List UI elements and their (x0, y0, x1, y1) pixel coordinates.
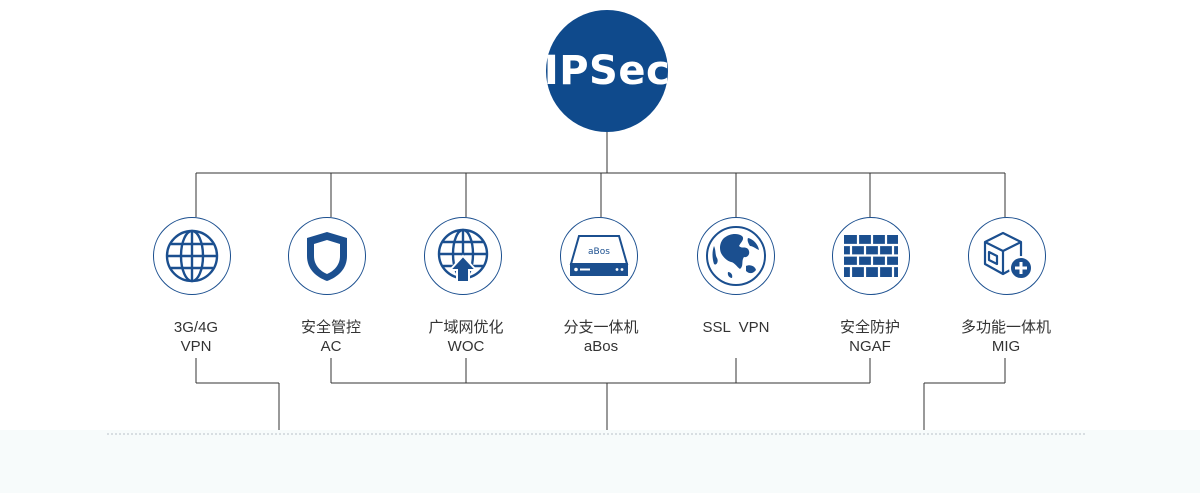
node-code: MIG (991, 338, 1021, 355)
shield-icon (307, 232, 347, 281)
node-label: 3G/4G VPN (126, 318, 266, 356)
ipsec-hub: IPSec (543, 10, 671, 132)
node-label: 安全管控 AC (261, 318, 401, 356)
node-name: 安全管控 (300, 319, 361, 336)
hub-label: IPSec (543, 48, 671, 94)
bottom-band (0, 430, 1200, 493)
node-name: 3G/4G (173, 319, 219, 336)
cube-plus-icon (983, 231, 1033, 280)
node-woc (424, 217, 502, 295)
world-map-icon (706, 226, 766, 286)
node-label: 安全防护 NGAF (800, 318, 940, 356)
node-label: SSL VPN (666, 318, 806, 337)
node-code: WOC (447, 338, 485, 355)
node-code: NGAF (849, 338, 891, 355)
firewall-icon (844, 235, 898, 277)
node-3g4g-vpn (153, 217, 231, 295)
globe-icon (165, 229, 219, 283)
appliance-icon: aBos (569, 235, 629, 276)
node-ac (288, 217, 366, 295)
node-name: SSL VPN (702, 319, 770, 336)
node-label: 多功能一体机 MIG (936, 318, 1076, 356)
node-name: 安全防护 (839, 319, 900, 336)
appliance-label: aBos (588, 247, 610, 257)
node-abos: aBos (560, 217, 638, 295)
node-code: VPN (180, 338, 212, 355)
node-label: 分支一体机 aBos (531, 318, 671, 356)
node-label: 广域网优化 WOC (396, 318, 536, 356)
node-ngaf (832, 217, 910, 295)
node-code: AC (320, 338, 342, 355)
node-mig (968, 217, 1046, 295)
node-name: 广域网优化 (428, 319, 504, 336)
node-ssl-vpn (697, 217, 775, 295)
node-code: aBos (583, 338, 619, 355)
node-name: 分支一体机 (563, 319, 639, 336)
globe-upload-icon (437, 228, 489, 283)
node-name: 多功能一体机 (960, 319, 1051, 336)
